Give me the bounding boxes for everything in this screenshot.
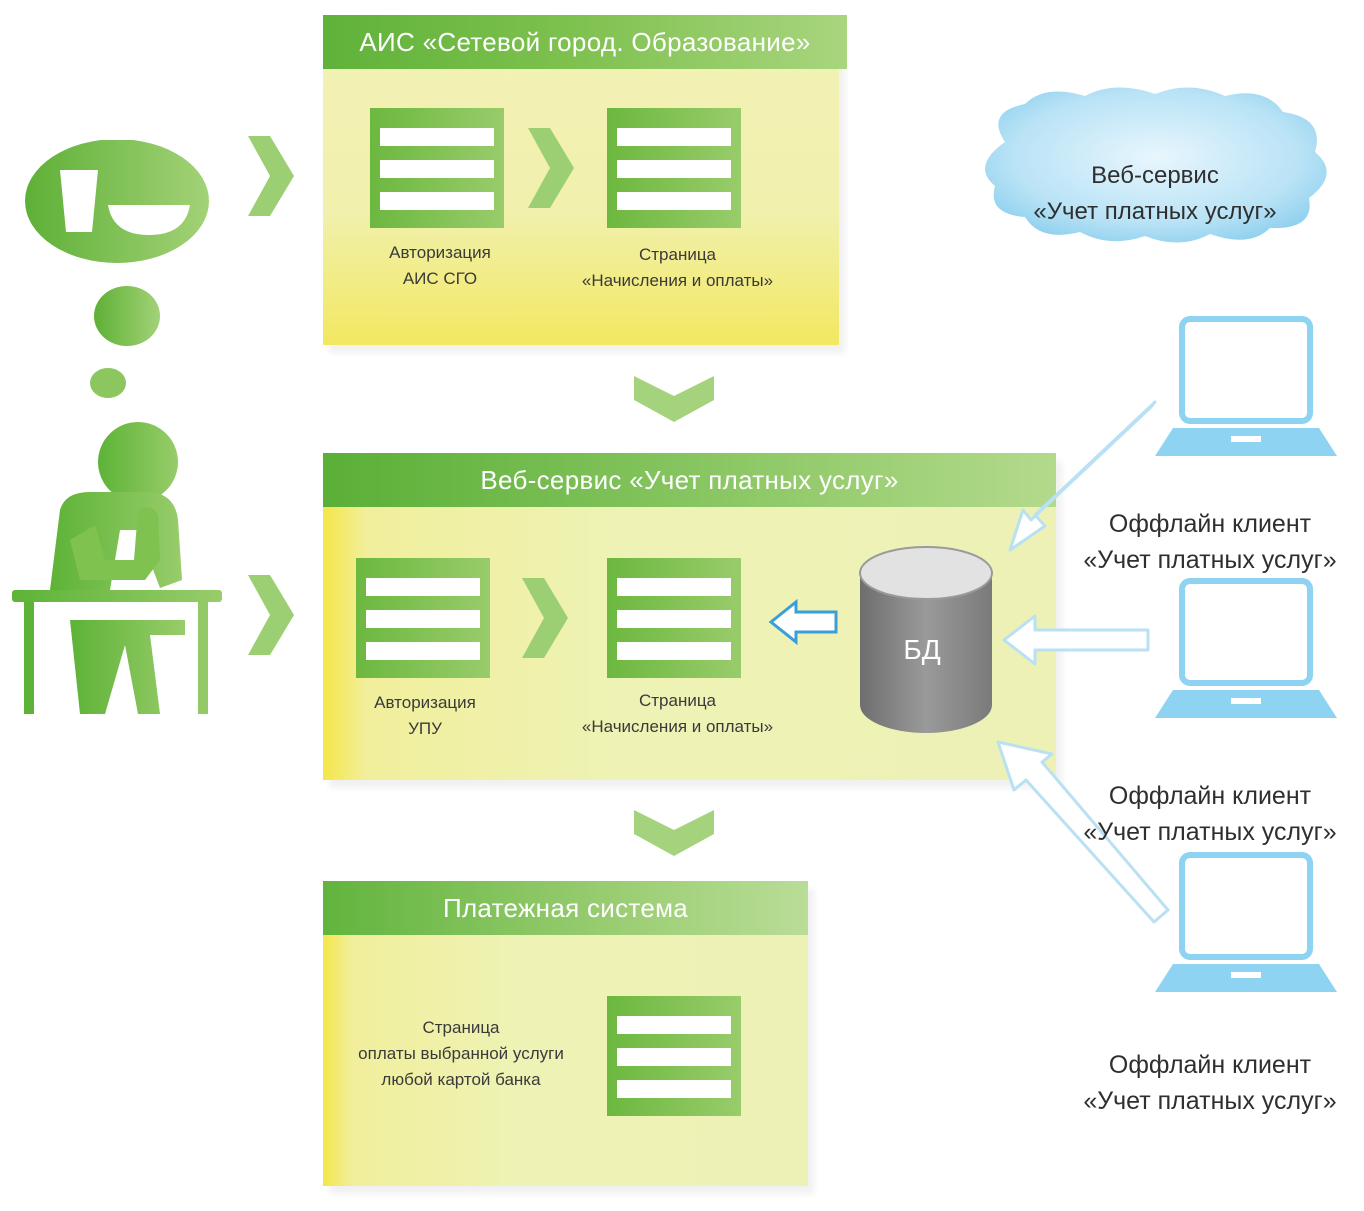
cloud-icon [985, 87, 1327, 243]
arrow-lower-icon [996, 740, 1170, 924]
ais-page-caption: Страница «Начисления и оплаты» [581, 245, 774, 290]
sync-arrows [996, 400, 1170, 924]
person-at-desk-icon [12, 422, 222, 714]
ups-auth-caption: Авторизация УПУ [374, 693, 476, 738]
ups-page-form-icon [607, 558, 741, 678]
ais-auth-caption: Авторизация АИС СГО [389, 243, 491, 288]
ups-page-caption: Страница «Начисления и оплаты» [581, 691, 774, 736]
ups-auth-form-icon [356, 558, 490, 678]
laptop-icon [1155, 316, 1337, 456]
ais-page-form-icon [607, 108, 741, 228]
arrow-left-icon [768, 598, 838, 646]
database-icon [859, 546, 993, 733]
offline-client-label-2: Оффлайн клиент «Учет платных услуг» [1083, 782, 1337, 846]
arrow-upper-icon [1008, 400, 1157, 552]
chevron-right-icon [248, 136, 294, 216]
payment-form-icon [607, 996, 741, 1116]
chevron-down-icon [634, 810, 714, 856]
chevron-right-icon [522, 578, 568, 658]
ais-auth-form-icon [370, 108, 504, 228]
chevron-down-icon [634, 376, 714, 422]
arrow-middle-icon [1002, 614, 1150, 666]
db-label: БД [903, 634, 941, 665]
offline-client-label-1: Оффлайн клиент «Учет платных услуг» [1083, 510, 1337, 574]
cloud-label: Веб-сервис «Учет платных услуг» [1033, 162, 1277, 225]
payment-page-caption: Страница оплаты выбранной услуги любой к… [358, 1018, 564, 1089]
laptop-icon [1155, 852, 1337, 992]
payment-block-title: Платежная система [323, 881, 808, 935]
ups-block-title: Веб-сервис «Учет платных услуг» [323, 453, 1056, 507]
offline-client-label-3: Оффлайн клиент «Учет платных услуг» [1083, 1051, 1337, 1115]
chevron-right-icon [248, 575, 294, 655]
laptop-icon [1155, 578, 1337, 718]
chevron-right-icon [528, 128, 574, 208]
ais-block-title: АИС «Сетевой город. Образование» [323, 15, 847, 69]
thought-bubble-icon [25, 140, 209, 398]
